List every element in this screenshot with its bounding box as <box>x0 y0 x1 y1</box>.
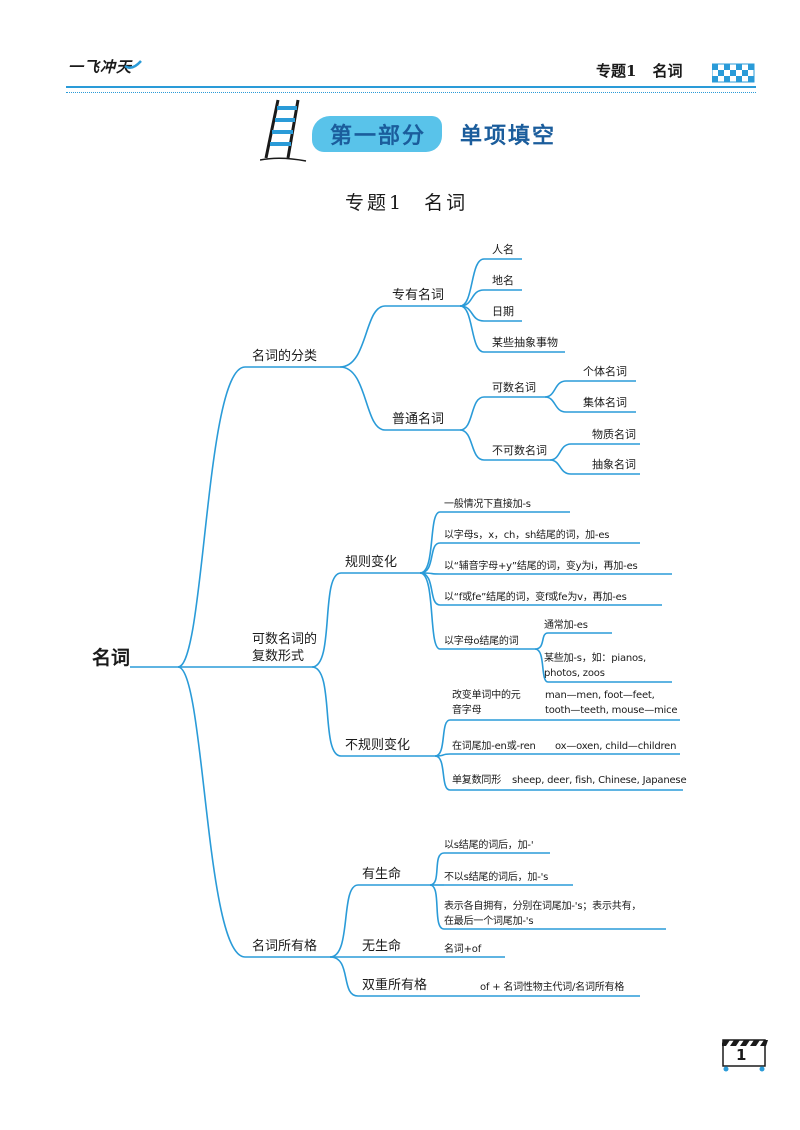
node-countable: 可数名词 <box>492 380 536 394</box>
node-countable-item: 集体名词 <box>583 395 627 409</box>
node-regular: 规则变化 <box>345 554 397 570</box>
node-plural-line1: 可数名词的 <box>252 631 317 647</box>
node-irregular: 不规则变化 <box>345 737 410 753</box>
node-o-ending: 以字母o结尾的词 <box>444 634 519 647</box>
page-title-name: 名词 <box>424 192 469 214</box>
node-proper-item: 某些抽象事物 <box>492 335 558 349</box>
node-vowel-label-line1: 改变单词中的元 <box>452 688 521 701</box>
node-same-rule: 单复数同形 <box>452 773 501 786</box>
node-uncountable-item: 物质名词 <box>592 427 636 441</box>
page-title-number: 专题1 <box>345 192 405 214</box>
node-o-some-line2: photos, zoos <box>544 668 605 679</box>
header-topic: 专题1 名词 <box>596 60 682 81</box>
node-proper-item: 人名 <box>492 242 514 256</box>
node-proper-item: 地名 <box>492 273 514 287</box>
node-nonliving-rule: 名词+of <box>444 942 482 955</box>
node-classification: 名词的分类 <box>252 348 317 364</box>
node-same-examples: sheep, deer, fish, Chinese, Japanese <box>512 775 686 786</box>
banner-highlight <box>312 116 442 152</box>
node-separate-line2: 在最后一个词尾加-'s <box>444 915 533 927</box>
node-double: 双重所有格 <box>362 977 427 993</box>
node-common-noun: 普通名词 <box>392 411 444 427</box>
page-title: 专题1 名词 <box>345 188 468 215</box>
node-vowel-examples-line1: man—men, foot—feet, <box>545 690 655 701</box>
node-proper-item: 日期 <box>492 305 514 318</box>
checker-flag-icon <box>712 63 755 83</box>
banner-part-title: 第一部分 <box>330 123 427 149</box>
header-topic-label: 专题1 <box>596 62 637 80</box>
brand-logo-text: 一飞冲天 <box>68 58 133 76</box>
node-regular-rule: 以字母s，x，ch，sh结尾的词，加-es <box>444 528 609 541</box>
page-flag-icon <box>722 1039 768 1072</box>
node-living-rule: 不以s结尾的词后，加-'s <box>444 870 548 883</box>
node-plural-line2: 复数形式 <box>252 649 304 664</box>
node-proper-noun: 专有名词 <box>392 287 444 303</box>
node-uncountable-item: 抽象名词 <box>592 457 636 471</box>
node-vowel-label-line2: 音字母 <box>452 703 482 716</box>
node-regular-rule: 一般情况下直接加-s <box>444 497 531 510</box>
brand-swoosh-icon <box>124 60 142 69</box>
node-possessive: 名词所有格 <box>252 938 317 954</box>
node-o-usual: 通常加-es <box>544 618 588 631</box>
node-regular-rule: 以“f或fe”结尾的词，变f或fe为v，再加-es <box>444 590 627 603</box>
node-en-rule: 在词尾加-en或-ren <box>452 740 536 752</box>
node-en-examples: ox—oxen, child—children <box>555 741 676 752</box>
node-regular-rule: 以“辅音字母+y”结尾的词，变y为i，再加-es <box>444 559 638 572</box>
page-number: 1 <box>736 1046 747 1064</box>
node-nonliving: 无生命 <box>362 938 401 954</box>
header-divider <box>66 86 756 93</box>
node-living-rule: 以s结尾的词后，加-' <box>444 838 533 851</box>
node-double-rule: of + 名词性物主代词/名词所有格 <box>480 980 624 993</box>
header-topic-name: 名词 <box>652 62 683 80</box>
mind-map-branches <box>130 258 683 997</box>
node-living: 有生命 <box>362 866 401 882</box>
root-node: 名词 <box>92 646 130 669</box>
node-countable-item: 个体名词 <box>583 364 627 378</box>
node-separate-line1: 表示各自拥有，分别在词尾加-'s；表示共有， <box>444 899 641 912</box>
ladder-icon <box>260 99 307 162</box>
node-o-some-line1: 某些加-s，如：pianos, <box>544 651 646 664</box>
banner-subtitle: 单项填空 <box>460 123 557 149</box>
node-vowel-examples-line2: tooth—teeth, mouse—mice <box>545 705 677 716</box>
node-uncountable: 不可数名词 <box>492 443 547 457</box>
